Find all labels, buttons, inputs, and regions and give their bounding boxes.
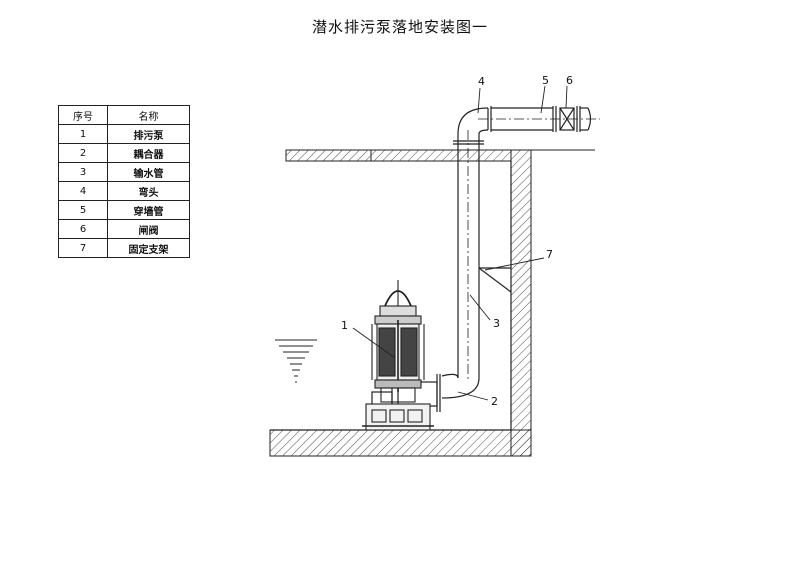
- row-number: 4: [58, 181, 108, 201]
- callout-6: 6: [566, 74, 573, 87]
- row-number: 2: [58, 143, 108, 163]
- drawing-title: 潜水排污泵落地安装图一: [311, 18, 488, 36]
- row-number: 7: [58, 238, 108, 258]
- row-name: 弯头: [107, 181, 190, 201]
- fixed-bracket: [478, 267, 512, 293]
- callout-7: 7: [546, 248, 553, 261]
- row-number: 3: [58, 162, 108, 182]
- callout-3: 3: [493, 317, 500, 330]
- table-row: 4 弯头: [58, 181, 190, 201]
- submersible-pump: [362, 280, 434, 431]
- header-name: 名称: [107, 105, 190, 125]
- row-name: 耦合器: [107, 143, 190, 163]
- parts-list-table: 序号 名称 1 排污泵 2 耦合器 3 输水管 4 弯头 5 穿墙管 6 闸阀 …: [58, 105, 190, 258]
- callout-1: 1: [341, 319, 348, 332]
- row-name: 固定支架: [107, 238, 190, 258]
- gate-valve: [559, 106, 592, 132]
- row-name: 闸阀: [107, 219, 190, 239]
- row-number: 1: [58, 124, 108, 144]
- pit-floor: [269, 429, 532, 457]
- row-name: 穿墙管: [107, 200, 190, 220]
- water-level-symbol: [275, 339, 317, 383]
- row-name: 输水管: [107, 162, 190, 182]
- top-slab: [285, 149, 512, 162]
- callout-2: 2: [491, 395, 498, 408]
- top-elbow: [457, 106, 492, 135]
- table-row: 3 输水管: [58, 162, 190, 182]
- bottom-elbow: [436, 373, 480, 412]
- through-wall-pipe: [478, 106, 600, 132]
- delivery-pipe: [453, 130, 484, 380]
- row-number: 5: [58, 200, 108, 220]
- table-row: 5 穿墙管: [58, 200, 190, 220]
- callout-4: 4: [478, 75, 485, 88]
- table-row: 1 排污泵: [58, 124, 190, 144]
- table-row: 2 耦合器: [58, 143, 190, 163]
- callout-5: 5: [542, 74, 549, 87]
- row-number: 6: [58, 219, 108, 239]
- row-name: 排污泵: [107, 124, 190, 144]
- pit-wall: [510, 149, 532, 457]
- table-row: 7 固定支架: [58, 238, 190, 258]
- header-number: 序号: [58, 105, 108, 125]
- leader-lines: [352, 85, 568, 401]
- table-row: 6 闸阀: [58, 219, 190, 239]
- table-header-row: 序号 名称: [58, 105, 190, 125]
